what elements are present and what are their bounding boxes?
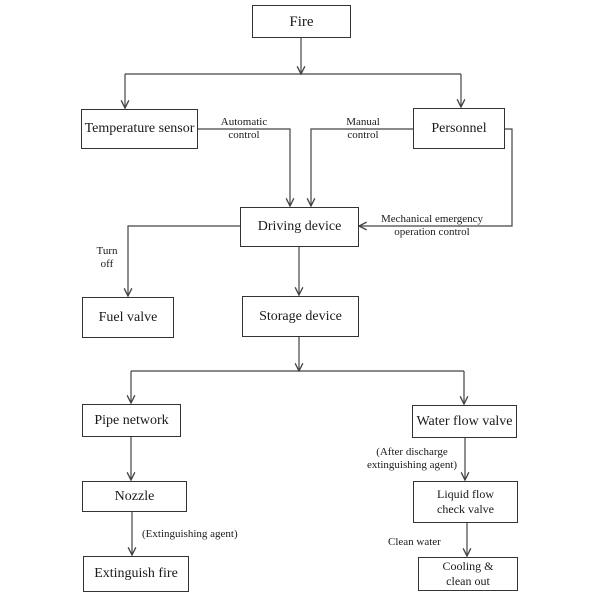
node-driving-device: Driving device xyxy=(240,207,359,247)
edge-label-extinguishing-agent-text: (Extinguishing agent) xyxy=(142,528,238,540)
edge-label-mechanical-emergency-line1: Mechanical emergency xyxy=(380,213,484,225)
edge-label-mechanical-emergency: Mechanical emergency operation control xyxy=(372,213,492,239)
edge-label-turn-off: Turn off xyxy=(92,245,122,271)
edge-label-turn-off-line2: off xyxy=(100,258,114,270)
node-nozzle: Nozzle xyxy=(82,481,187,512)
node-temperature-sensor: Temperature sensor xyxy=(81,109,198,149)
node-personnel-label: Personnel xyxy=(431,120,487,136)
edge-personnel-to-driving-device-mechanical xyxy=(359,128,513,226)
node-temperature-sensor-label: Temperature sensor xyxy=(84,121,195,136)
edge-driving-device-to-fuel-valve xyxy=(128,225,240,296)
node-fuel-valve-label: Fuel valve xyxy=(98,309,158,325)
node-storage-device-label: Storage device xyxy=(259,308,342,324)
node-water-flow-valve: Water flow valve xyxy=(412,405,517,438)
edge-label-automatic-control: Automatic control xyxy=(212,116,276,142)
node-pipe-network: Pipe network xyxy=(82,404,181,437)
edge-label-automatic-control-line2: control xyxy=(228,129,260,141)
node-personnel: Personnel xyxy=(413,108,505,149)
node-fuel-valve: Fuel valve xyxy=(82,297,174,338)
edge-label-mechanical-emergency-line2: operation control xyxy=(394,226,470,238)
edge-label-extinguishing-agent: (Extinguishing agent) xyxy=(142,528,238,541)
node-extinguish-fire: Extinguish fire xyxy=(83,556,189,592)
node-fire: Fire xyxy=(252,5,351,38)
node-nozzle-label: Nozzle xyxy=(114,488,155,504)
edge-label-automatic-control-line1: Automatic xyxy=(220,116,268,128)
node-storage-device: Storage device xyxy=(242,296,359,337)
edge-personnel-to-driving-device-manual xyxy=(311,128,413,206)
edge-label-turn-off-line1: Turn xyxy=(96,245,118,257)
edge-label-manual-control-line1: Manual xyxy=(346,116,380,128)
node-cooling-clean-out-label: Cooling & clean out xyxy=(442,559,494,588)
edge-label-manual-control: Manual control xyxy=(338,116,388,142)
edge-temperature-sensor-to-driving-device xyxy=(197,128,290,206)
node-water-flow-valve-label: Water flow valve xyxy=(416,413,513,429)
edge-label-clean-water-text: Clean water xyxy=(388,536,441,548)
node-liquid-flow-check-valve: Liquid flow check valve xyxy=(413,481,518,523)
node-pipe-network-label: Pipe network xyxy=(94,412,169,428)
node-fire-label: Fire xyxy=(289,13,314,30)
edge-label-after-discharge: (After discharge extinguishing agent) xyxy=(358,446,466,472)
node-cooling-clean-out: Cooling & clean out xyxy=(418,557,518,591)
edge-label-after-discharge-line1: (After discharge xyxy=(376,446,448,458)
edge-label-manual-control-line2: control xyxy=(347,129,379,141)
edge-label-after-discharge-line2: extinguishing agent) xyxy=(366,459,458,471)
node-liquid-flow-check-valve-label: Liquid flow check valve xyxy=(437,487,494,516)
node-driving-device-label: Driving device xyxy=(257,219,342,234)
edge-label-clean-water: Clean water xyxy=(388,536,441,549)
node-extinguish-fire-label: Extinguish fire xyxy=(94,566,178,581)
